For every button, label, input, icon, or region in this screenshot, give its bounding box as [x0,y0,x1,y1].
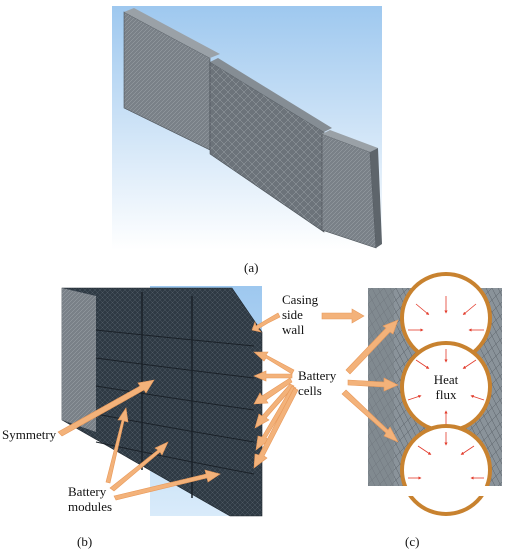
arrow-casing-to-b [251,312,281,333]
arrow-modules-2 [109,441,169,492]
label-heat-flux: Heat flux [433,372,459,402]
label-casing-side-wall: Casing side wall [282,292,319,337]
label-symmetry: Symmetry [2,427,57,442]
panel-a-label: (a) [244,260,258,275]
arrow-cells-b1 [253,351,295,375]
arrow-cells-c3 [341,389,399,443]
arrow-cells-b2 [253,370,293,382]
panel-a-mesh [112,6,382,250]
label-battery-cells: Battery cells [298,368,337,398]
arrow-cells-b4 [254,383,295,429]
panel-c-label: (c) [405,534,419,549]
arrow-casing-to-c [321,308,365,324]
arrow-cells-b5 [255,385,297,451]
pointer-arrows [57,308,399,501]
arrow-cells-c2 [347,377,399,392]
arrow-modules-3 [113,469,221,501]
arrow-modules-1 [105,407,129,484]
arrow-cells-b6 [253,387,299,469]
panel-c-mesh [368,272,502,516]
heat-flux-arrows [407,296,485,480]
panel-b-mesh [61,286,263,517]
arrow-cells-c1 [345,319,399,375]
arrow-symmetry [57,379,155,437]
arrow-cells-b3 [253,377,293,405]
label-battery-modules: Battery modules [68,484,113,514]
panel-b-label: (b) [77,534,92,549]
